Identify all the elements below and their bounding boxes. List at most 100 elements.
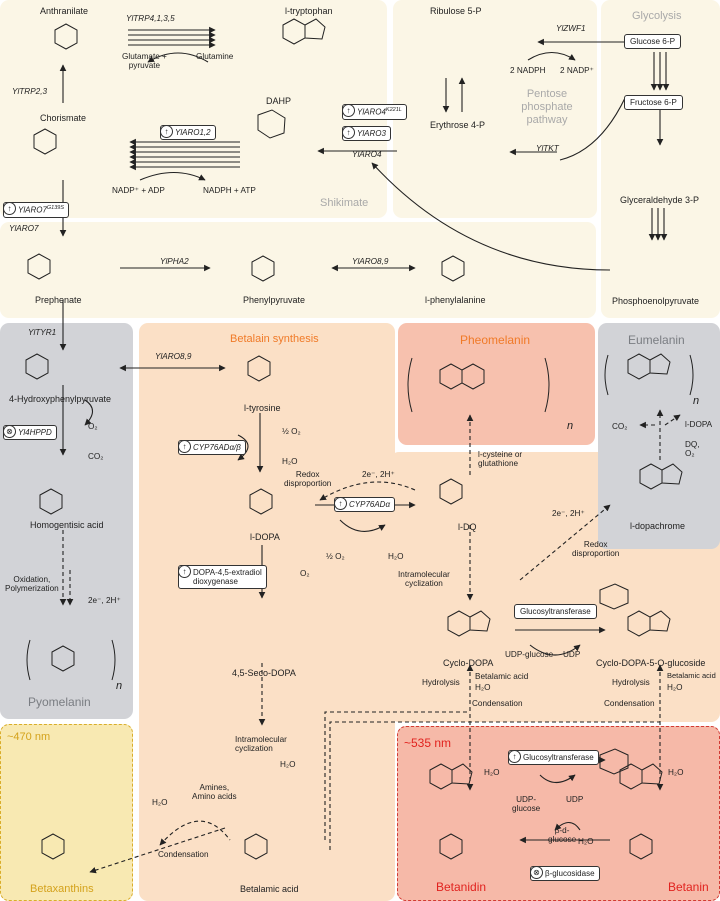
prephenate: Prephenate (35, 295, 82, 305)
condensation-b: Condensation (604, 699, 655, 708)
upregulated-icon: ↑ (160, 125, 173, 138)
h2o-e: H₂O (280, 760, 296, 769)
shikimate-title: Shikimate (320, 197, 369, 209)
enzyme-aro4-k221l[interactable]: ↑YlARO4K221L (342, 104, 407, 120)
redox-1: Redox disproportion (284, 470, 332, 489)
glutamate-pyruvate: Glutamate + pyruvate (122, 52, 167, 71)
nadp-adp: NADP⁺ + ADP (112, 186, 165, 195)
upregulated-icon: ↑ (342, 104, 355, 117)
betanin-title: Betanin (668, 880, 709, 894)
glucose-6p: Glucose 6-P (624, 34, 682, 49)
ppp-title: Pentose phosphate pathway (521, 88, 573, 127)
enzyme-4hppd[interactable]: ⊗Yl4HPPD (3, 425, 57, 440)
pheomelanin-panel (398, 323, 595, 445)
glycolysis-title: Glycolysis (632, 10, 682, 22)
enzyme-cyp76ad-a[interactable]: ↑CYP76ADα (334, 497, 396, 512)
betalamic-a: Betalamic acid (475, 672, 529, 681)
o2-a: O₂ (88, 422, 98, 431)
l-tyrosine: l-tyrosine (244, 403, 281, 413)
eumelanin-title: Eumelanin (628, 333, 685, 347)
udp-a: UDP (563, 650, 581, 659)
enzyme-trp4: YlTRP4,1,3,5 (126, 14, 175, 23)
betalamic-acid: Betalamic acid (240, 884, 299, 894)
condensation-a: Condensation (472, 699, 523, 708)
eumelanin-panel (598, 323, 720, 549)
aromatic-panel (0, 222, 596, 318)
h2o-g: H₂O (484, 768, 500, 777)
cysteine-glutathione: l-cysteine or glutathione (478, 450, 523, 469)
glutamine: Glutamine (196, 52, 234, 61)
h2o-f: H₂O (152, 798, 168, 807)
enzyme-aro8-9-a: YlARO8,9 (352, 257, 389, 266)
fructose-6p: Fructose 6-P (624, 95, 683, 110)
betalain-title: Betalain synthesis (230, 333, 319, 345)
polymer-n-pheo: n (567, 420, 574, 432)
o2-b: O₂ (300, 569, 310, 578)
hydrolysis-a: Hydrolysis (422, 678, 460, 687)
upregulated-icon: ↑ (3, 202, 16, 215)
upregulated-icon: ↑ (178, 565, 191, 578)
co2-a: CO₂ (88, 452, 104, 461)
enzyme-dopa-dioxygenase[interactable]: ↑DOPA-4,5-extradiol dioxygenase (178, 565, 267, 590)
anthranilate: Anthranilate (40, 6, 89, 16)
betanidin-title: Betanidin (436, 880, 487, 894)
pyomelanin-title: Pyomelanin (28, 695, 91, 709)
amines-amino-acids: Amines, Amino acids (192, 783, 237, 802)
h2o-h: H₂O (668, 768, 684, 777)
enzyme-aro1-2[interactable]: ↑YlARO1,2 (160, 125, 216, 140)
nadph-atp: NADPH + ATP (203, 186, 256, 195)
l-dopachrome: l-dopachrome (630, 521, 686, 531)
enzyme-b-glucosidase[interactable]: ⊗β-glucosidase (530, 866, 600, 881)
enzyme-cyp76ad-ab[interactable]: ↑CYP76ADα/β (178, 440, 246, 455)
betaxanthins-panel (0, 724, 133, 901)
enzyme-trp2-3: YlTRP2,3 (12, 87, 48, 96)
two-e-c: 2e⁻, 2H⁺ (88, 596, 121, 605)
upregulated-icon: ↑ (334, 497, 347, 510)
enzyme-aro7-g139s[interactable]: ↑YlARO7G139S (3, 202, 70, 218)
enzyme-aro3[interactable]: ↑YlARO3 (342, 126, 391, 141)
half-o2-b: ½ O₂ (326, 552, 345, 561)
redox-2: Redox disproportion (572, 540, 620, 559)
udp-glucose-b: UDP- glucose (512, 795, 541, 814)
intramolecular-1: Intramolecular cyclization (398, 570, 450, 589)
l-dopa: l-DOPA (250, 532, 280, 542)
enzyme-aro7: YlARO7 (9, 224, 39, 233)
phosphoenolpyruvate: Phosphoenolpyruvate (612, 296, 700, 306)
enzyme-tyr1: YlTYR1 (28, 328, 57, 337)
polymer-n-eu: n (693, 395, 700, 407)
enzyme-tkt: YlTKT (536, 144, 559, 153)
co2-b: CO₂ (612, 422, 628, 431)
half-o2-a: ½ O₂ (282, 427, 301, 436)
udp-glucose-a: UDP-glucose (505, 650, 554, 659)
polymer-n-pyo: n (116, 680, 123, 692)
udp-b: UDP (566, 795, 584, 804)
ribulose-5p: Ribulose 5-P (430, 6, 482, 16)
enzyme-pha2: YlPHA2 (160, 257, 189, 266)
upregulated-icon: ↑ (342, 126, 355, 139)
h2o-d: H₂O (667, 683, 683, 692)
two-nadph: 2 NADPH (510, 66, 546, 75)
nm535-label: ~535 nm (404, 736, 452, 750)
betalain-panel (139, 323, 395, 901)
two-e-b: 2e⁻, 2H⁺ (552, 509, 585, 518)
enzyme-glucosyltransferase-a[interactable]: Glucosyltransferase (514, 604, 597, 619)
dq-o2: DQ, O₂ (685, 440, 700, 459)
homogentisic-acid: Homogentisic acid (30, 520, 104, 530)
knockout-icon: ⊗ (530, 866, 543, 879)
dahp: DAHP (266, 96, 292, 106)
enzyme-glucosyltransferase-b[interactable]: ↑Glucosyltransferase (508, 750, 599, 765)
cyclo-dopa-glucoside: Cyclo-DOPA-5-O-glucoside (596, 658, 706, 668)
h2o-i: H₂O (578, 837, 594, 846)
h2o-b: H₂O (388, 552, 404, 561)
cyclo-dopa: Cyclo-DOPA (443, 658, 494, 668)
seco-dopa: 4,5-Seco-DOPA (232, 668, 296, 678)
pyomelanin-panel (0, 323, 133, 719)
h2o-c: H₂O (475, 683, 491, 692)
betaxanthins-title: Betaxanthins (30, 883, 94, 895)
oxidation-polymerization: Oxidation, Polymerization (5, 575, 59, 594)
l-dopa-b: l-DOPA (685, 420, 713, 429)
pheomelanin-title: Pheomelanin (460, 333, 531, 347)
intramolecular-2: Intramolecular cyclization (235, 735, 287, 754)
enzyme-aro4: YlARO4 (352, 150, 382, 159)
